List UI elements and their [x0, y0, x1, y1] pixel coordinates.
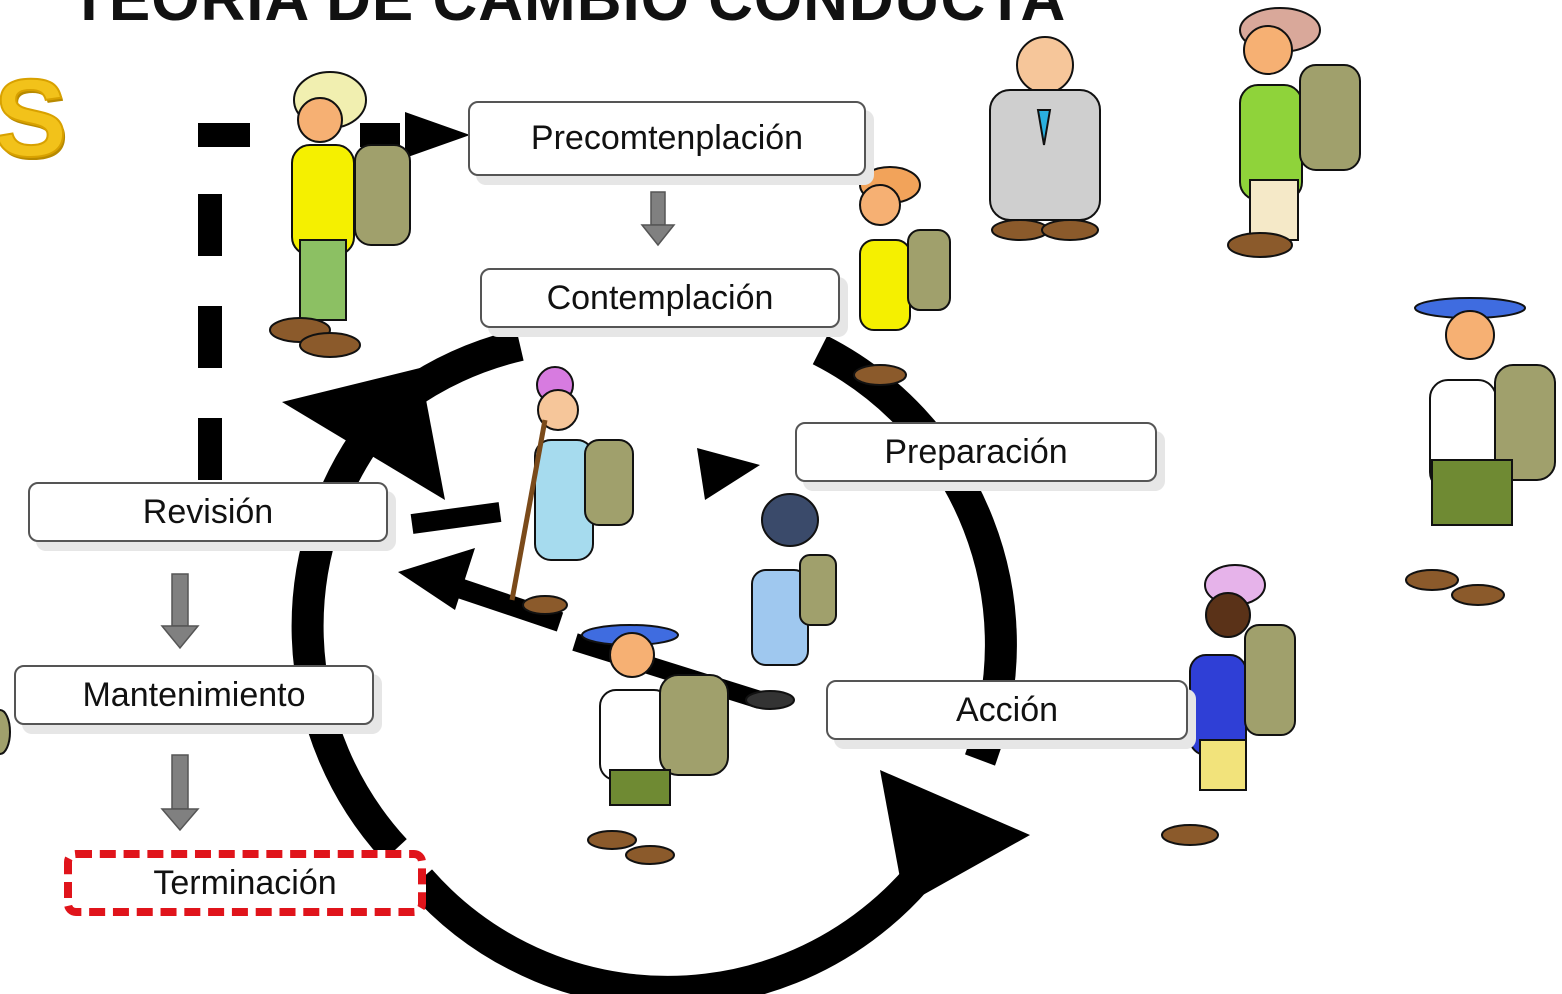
precontemplation-arrowhead [405, 112, 470, 158]
down-arrow-precontemplation [640, 191, 676, 247]
cycle-arrowhead-bottom-right [880, 770, 1030, 905]
hiker-contemplation [853, 166, 951, 386]
hiker-businessman [989, 36, 1101, 241]
down-arrow-maintenance [160, 754, 200, 832]
stage-precontemplation: Precomtenplación [468, 101, 866, 176]
stage-label: Terminación [153, 863, 337, 902]
inner-arrowhead-left [398, 548, 475, 610]
stage-termination: Terminación [64, 850, 426, 916]
hiker-dark-hood [745, 493, 837, 710]
stage-contemplation: Contemplación [480, 268, 840, 328]
hiker-action [1161, 564, 1296, 846]
stage-preparation: Preparación [795, 422, 1157, 482]
hiker-far-right [1405, 297, 1556, 606]
hiker-center-bottom [581, 624, 729, 865]
inner-line-lower [572, 633, 763, 709]
hiker-top-left [269, 71, 411, 358]
hiker-flower-hat [509, 366, 634, 615]
stage-action: Acción [826, 680, 1188, 740]
slide-subtitle: S [0, 57, 68, 180]
stage-label: Preparación [884, 432, 1068, 471]
inner-arrow-shaft [446, 575, 564, 632]
stage-review: Revisión [28, 482, 388, 542]
cycle-arc-bottom [408, 807, 975, 994]
hiker-left-edge [0, 709, 11, 755]
stage-label: Acción [955, 690, 1059, 729]
stage-label: Revisión [142, 492, 274, 531]
down-arrow-revision [160, 573, 200, 650]
inner-bar-revision [410, 502, 502, 534]
cycle-arc-left [291, 410, 407, 861]
cycle-arrowhead-top-left [282, 368, 445, 500]
stage-label: Mantenimiento [82, 675, 306, 714]
hiker-top-right [1227, 7, 1361, 258]
inner-arrowhead-right [697, 448, 760, 500]
stage-maintenance: Mantenimiento [14, 665, 374, 725]
slide-title: TEORIA DE CAMBIO CONDUCTA [70, 0, 1066, 35]
stage-label: Contemplación [546, 278, 774, 317]
stage-label: Precomtenplación [530, 119, 804, 157]
